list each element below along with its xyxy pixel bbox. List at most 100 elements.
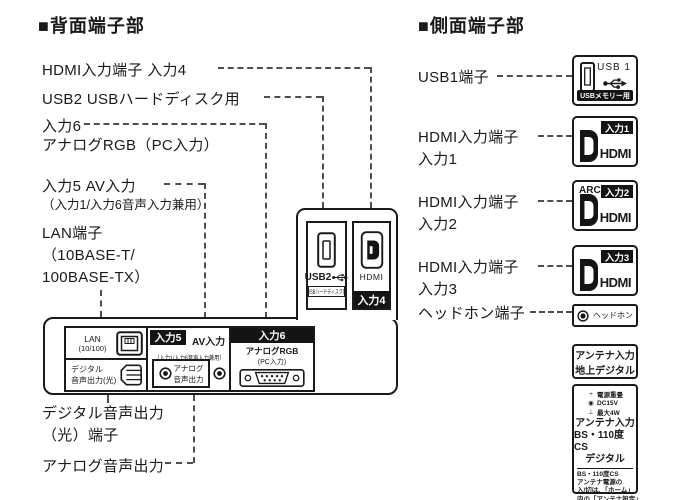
label-input6-rgb: アナログRGB（PC入力） <box>42 137 219 154</box>
label-usb1: USB1端子 <box>418 69 489 86</box>
usb2-port-label-row: USB2 <box>305 272 349 283</box>
hdmi-port-icon <box>580 194 598 226</box>
power-spec-block: + 電源重畳 ◉ DC15V ⊥ 最大4W <box>587 389 623 418</box>
note-line: 内の「アンテナ設定」 <box>577 495 642 500</box>
power-spec-row: + 電源重畳 <box>587 389 623 400</box>
usb2-port-label: USB2 <box>304 272 332 283</box>
label-side-input1: 入力1 <box>418 151 458 168</box>
label-digital-out-1: デジタル音声出力 <box>42 405 165 422</box>
label-side-hdmi-3: HDMI入力端子 <box>418 259 519 276</box>
side-hdmi3-badge: 入力3 <box>601 250 633 264</box>
label-usb2-hdd: USB2 USBハードディスク用 <box>42 91 240 108</box>
headphone-box: ヘッドホン <box>572 304 638 327</box>
antenna-terrestrial-line2: 地上デジタル <box>575 365 635 377</box>
power-spec-text: 電源重畳 <box>597 392 623 399</box>
arc-label: ARC <box>579 185 601 196</box>
analog-audio-out-cell: アナログ 音声出力 <box>152 359 210 388</box>
side-hdmi2-badge: 入力2 <box>601 185 633 199</box>
input5-badge: 入力5 <box>150 330 186 345</box>
digital-cell-label-1: デジタル <box>71 365 103 374</box>
hdmi-port-icon <box>580 130 598 162</box>
leader-usb2-v <box>322 96 324 208</box>
digital-optical-cell: デジタル 音声出力(光) <box>64 358 148 392</box>
leader-digital-v <box>107 395 109 403</box>
hdmi4-port-cell: HDMI 入力4 <box>352 221 391 310</box>
optical-port-icon <box>120 364 142 386</box>
hdmi-logo-text: HDMI <box>599 210 632 225</box>
leader-usb2-h <box>264 96 322 98</box>
label-input6: 入力6 <box>42 118 82 135</box>
dc-plug-symbol-icon: ◉ <box>588 400 594 407</box>
analog-out-labels: アナログ 音声出力 <box>174 363 204 385</box>
input5-note: （入力1/入力6音声入力兼用） <box>148 347 229 365</box>
lan-port-icon <box>116 330 143 356</box>
note-line: アンテナ電源の <box>577 479 623 487</box>
side-hdmi1-badge: 入力1 <box>601 121 633 135</box>
analog-out-label-1: アナログ <box>173 363 204 373</box>
power-spec-text: DC15V <box>597 399 618 407</box>
usb1-port-label: USB 1 <box>597 62 631 73</box>
leader-analog-v <box>193 395 195 463</box>
usb1-memory-badge: USBメモリー用 <box>577 90 633 101</box>
label-lan-2: （10BASE-T/ <box>42 247 136 264</box>
leader-headphones <box>530 311 572 313</box>
lan-cell-label-2: (10/100) <box>78 343 107 353</box>
power-spec-row: ⊥ 最大4W <box>587 407 623 417</box>
note-line: 入/切は、「ホーム」 <box>577 487 634 495</box>
lan-cell-label-1: LAN <box>84 333 101 344</box>
leader-input6-h <box>84 123 265 125</box>
power-spec-row: ◉ DC15V <box>587 399 623 408</box>
hdmi4-port-label: HDMI <box>359 272 384 282</box>
label-side-input3: 入力3 <box>418 281 458 298</box>
digital-cell-label-2: 音声出力(光) <box>71 376 117 385</box>
antenna-bs-box: + 電源重畳 ◉ DC15V ⊥ 最大4W アンテナ入力 BS・110度CS デ… <box>572 384 642 500</box>
antenna-terrestrial-line1: アンテナ入力 <box>575 350 635 362</box>
antenna-bs-title1: アンテナ入力 <box>575 418 635 429</box>
usb1-box: USB 1 USBメモリー用 <box>572 55 638 106</box>
usb-symbol-icon <box>332 274 349 282</box>
rca-jack-icon <box>158 367 172 380</box>
label-input5-note: （入力1/入力6音声入力兼用） <box>42 198 210 212</box>
usb-port-icon <box>317 232 336 268</box>
leader-side-hdmi1 <box>538 135 572 137</box>
antenna-bs-title2: BS・110度CS <box>574 430 625 453</box>
lan-cell-labels: LAN (10/100) <box>69 334 116 353</box>
usb2-port-cell: USB2 USBハードディスク用 <box>305 221 349 310</box>
leader-side-hdmi3 <box>538 265 572 267</box>
digital-cell-labels: デジタル 音声出力(光) <box>69 364 119 386</box>
side-hdmi1-box: 入力1 HDMI <box>572 116 638 167</box>
input5-block: 入力5 AV入力 （入力1/入力6音声入力兼用） アナログ 音声出力 <box>146 326 231 392</box>
hdmi-port-icon <box>580 259 598 291</box>
leader-hdmi4-h <box>218 67 370 69</box>
side-hdmi3-box: 入力3 HDMI <box>572 245 638 296</box>
ground-symbol-icon: ⊥ <box>588 409 594 416</box>
leader-input6-v <box>265 123 267 328</box>
antenna-bs-divider <box>577 468 633 469</box>
power-spec-text: 最大4W <box>597 410 620 417</box>
leader-hdmi4-v <box>370 67 372 208</box>
headphone-box-label: ヘッドホン <box>593 311 633 320</box>
label-side-input2: 入力2 <box>418 216 458 233</box>
input6-block: 入力6 アナログRGB (PC入力) <box>229 326 315 392</box>
label-hdmi-input4: HDMI入力端子 入力4 <box>42 62 187 79</box>
hdmi4-input-badge: 入力4 <box>354 291 389 308</box>
leader-input5-v <box>204 183 206 328</box>
usb2-hdd-badge-text: USBハードディスク用 <box>308 290 345 296</box>
side-hdmi2-box: ARC 入力2 HDMI <box>572 180 638 231</box>
headphone-jack-icon <box>577 309 589 322</box>
hdmi-logo-text: HDMI <box>599 146 632 161</box>
leader-usb1 <box>497 75 572 77</box>
analog-out-label-2: 音声出力 <box>173 374 204 384</box>
label-analog-out: アナログ音声出力 <box>42 458 165 475</box>
leader-analog-h <box>165 462 193 464</box>
label-input5-av: 入力5 AV入力 <box>42 178 136 195</box>
leader-input5-h <box>164 183 204 185</box>
vga-port-icon <box>239 369 305 387</box>
label-side-hdmi-2: HDMI入力端子 <box>418 194 519 211</box>
label-lan-1: LAN端子 <box>42 225 103 242</box>
label-headphones: ヘッドホン端子 <box>418 305 526 322</box>
usb-symbol-icon <box>603 78 627 89</box>
label-digital-out-2: （光）端子 <box>42 427 119 444</box>
input5-note-text: （入力1/入力6音声入力兼用） <box>154 355 225 362</box>
rear-section-heading: ■背面端子部 <box>38 16 145 36</box>
